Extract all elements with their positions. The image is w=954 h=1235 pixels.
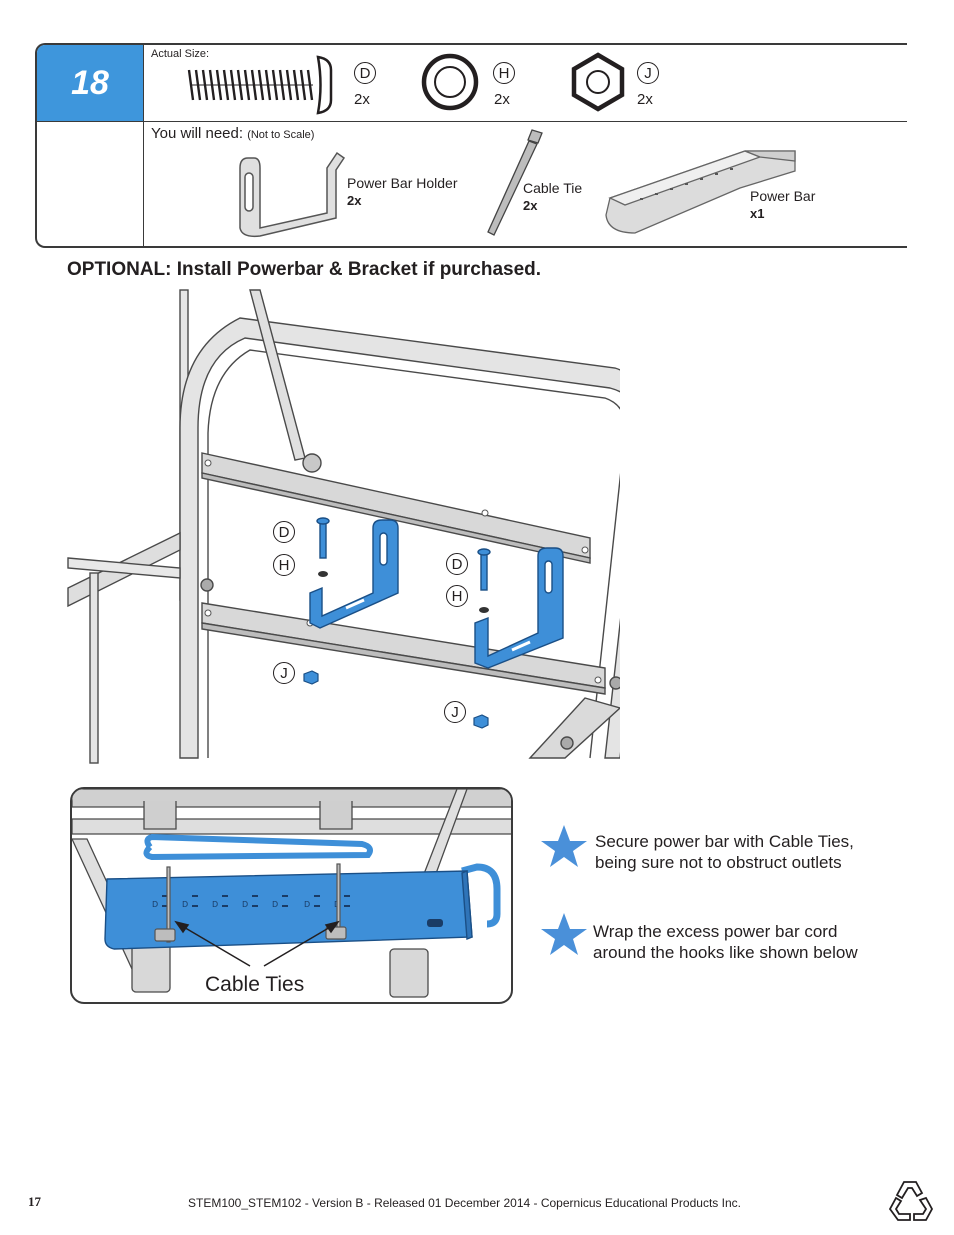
diagram-label-j-left: J	[273, 662, 295, 684]
cable-ties-callout: Cable Ties	[205, 973, 305, 996]
svg-text:D: D	[212, 900, 218, 909]
part-qty-cable-tie: 2x	[523, 198, 538, 213]
divider-horizontal	[37, 121, 907, 122]
svg-text:D: D	[304, 900, 310, 909]
part-qty-j: 2x	[637, 91, 653, 108]
note-secure-power-bar: Secure power bar with Cable Ties, being …	[595, 831, 854, 873]
part-qty-d: 2x	[354, 91, 370, 108]
part-name-power-bar-holder: Power Bar Holder	[347, 175, 458, 191]
page-number: 17	[28, 1194, 41, 1209]
star-icon	[541, 825, 587, 867]
power-bar-mount-detail: D D D D D D D	[72, 789, 511, 998]
part-name-cable-tie: Cable Tie	[523, 180, 583, 196]
power-bar-icon	[605, 150, 796, 234]
nut-icon	[571, 52, 625, 112]
actual-size-label: Actual Size:	[151, 48, 210, 60]
part-qty-power-bar-holder: 2x	[347, 193, 362, 208]
diagram-label-d-right: D	[446, 553, 468, 575]
diagram-label-h-left: H	[273, 554, 295, 576]
instruction-heading: OPTIONAL: Install Powerbar & Bracket if …	[67, 259, 542, 280]
cable-tie-icon	[487, 129, 543, 236]
step-number: 18	[37, 45, 143, 121]
note-1-line-1: Secure power bar with Cable Ties,	[595, 832, 854, 851]
svg-text:D: D	[242, 900, 248, 909]
svg-text:D: D	[152, 900, 158, 909]
part-letter-j: J	[637, 62, 659, 84]
divider-vertical	[143, 45, 144, 248]
detail-box: D D D D D D D	[70, 787, 513, 1004]
part-qty-h: 2x	[494, 91, 510, 108]
star-icon	[541, 913, 587, 955]
recycle-icon	[888, 1181, 934, 1221]
power-bar-holder-icon	[239, 151, 346, 238]
diagram-label-j-right: J	[444, 701, 466, 723]
svg-text:D: D	[272, 900, 278, 909]
bolt-icon	[187, 55, 333, 115]
note-1-line-2: being sure not to obstruct outlets	[595, 853, 842, 872]
part-letter-h: H	[493, 62, 515, 84]
note-2-line-2: around the hooks like shown below	[593, 943, 858, 962]
part-qty-power-bar: x1	[750, 206, 765, 221]
not-to-scale-text: (Not to Scale)	[247, 129, 315, 141]
you-will-need-text: You will need:	[151, 125, 244, 142]
you-will-need-label: You will need: (Not to Scale)	[151, 125, 314, 142]
part-letter-d: D	[354, 62, 376, 84]
footer-text: STEM100_STEM102 - Version B - Released 0…	[188, 1196, 741, 1210]
part-name-power-bar: Power Bar	[750, 188, 816, 204]
washer-icon	[421, 53, 479, 111]
diagram-label-h-right: H	[446, 585, 468, 607]
step-box: 18	[35, 43, 907, 248]
note-2-line-1: Wrap the excess power bar cord	[593, 922, 838, 941]
note-wrap-cord: Wrap the excess power bar cord around th…	[593, 921, 858, 963]
diagram-label-d-left: D	[273, 521, 295, 543]
cart-assembly-diagram	[67, 289, 620, 764]
svg-text:D: D	[182, 900, 188, 909]
